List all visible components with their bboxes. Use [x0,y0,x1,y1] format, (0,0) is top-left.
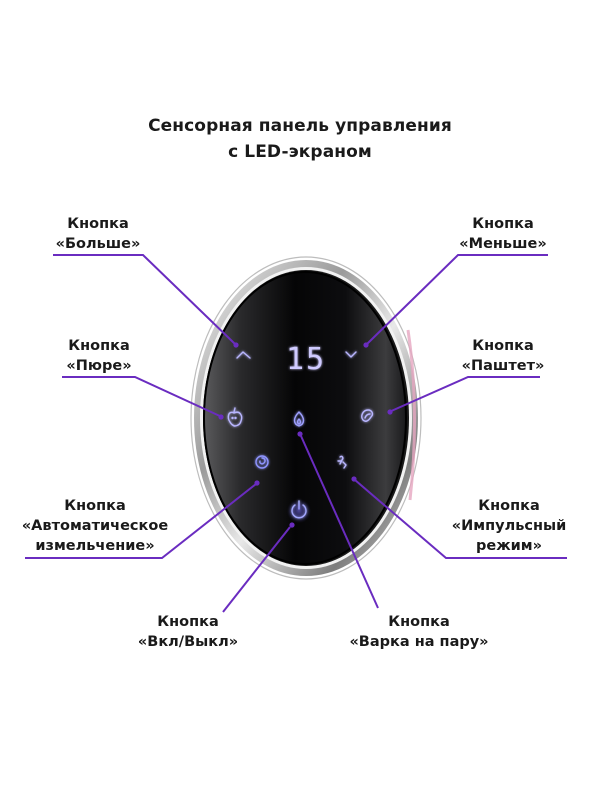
title-line-2: с LED-экраном [228,142,372,162]
callout-pate-line1: Кнопка [472,338,534,354]
callout-power: Кнопка «Вкл/Выкл» [128,612,248,652]
callout-auto-line2: «Автоматическое [21,518,169,534]
callout-steam-line2: «Варка на пару» [349,634,489,650]
apple-icon [227,407,243,427]
diagram-title: Сенсорная панель управления с LED-экрано… [0,113,600,165]
title-line-1: Сенсорная панель управления [148,116,452,136]
callout-less-line2: «Меньше» [459,236,547,252]
callout-auto-line3: измельчение» [35,538,155,554]
touch-panel-face [204,272,406,564]
callout-steam-line1: Кнопка [388,614,450,630]
pate-button[interactable] [361,409,374,422]
callout-power-line1: Кнопка [157,614,219,630]
chevron-up-icon [236,351,251,359]
more-button[interactable] [236,351,251,359]
callout-line-more [53,254,236,345]
callout-line-steam [300,435,379,609]
callout-more-line1: Кнопка [67,216,129,232]
power-glow [287,499,311,523]
callout-line-pate [388,376,540,413]
callout-pate-line2: «Паштет» [461,358,545,374]
callout-more-line2: «Больше» [55,236,141,252]
callout-pate: Кнопка «Паштет» [460,336,546,376]
callout-puree-line2: «Пюре» [66,358,132,374]
led-display-value: 15 [286,342,326,377]
auto-chop-button[interactable] [255,455,269,469]
swirl-icon [255,455,269,469]
meat-icon [361,409,374,422]
callout-line-less [366,254,548,345]
callout-puree-line1: Кнопка [68,338,130,354]
callout-less-line1: Кнопка [472,216,534,232]
less-button[interactable] [345,351,357,358]
callout-dots [218,342,393,528]
callout-pulse-line1: Кнопка [478,498,540,514]
callout-less: Кнопка «Меньше» [455,214,551,254]
callout-auto-line1: Кнопка [64,498,126,514]
callout-pulse-line2: «Импульсный [451,518,567,534]
callout-power-line2: «Вкл/Выкл» [137,634,239,650]
steam-button[interactable] [293,411,305,427]
puree-button[interactable] [227,407,243,427]
callout-line-power [222,526,291,613]
callout-puree: Кнопка «Пюре» [60,336,138,376]
callout-steam: Кнопка «Варка на пару» [340,612,498,652]
pulse-icon [337,455,347,469]
callout-line-auto [25,483,257,559]
callout-pulse: Кнопка «Импульсный режим» [436,496,582,556]
chevron-down-icon [345,351,357,358]
callout-more: Кнопка «Больше» [53,214,143,254]
callout-auto: Кнопка «Автоматическое измельчение» [10,496,180,556]
flame-icon [293,411,305,427]
callout-line-puree [62,376,223,418]
led-display: 15 [286,342,326,377]
pulse-button[interactable] [337,455,347,469]
callout-lines [25,254,567,613]
callout-line-pulse [354,479,567,559]
callout-pulse-line3: режим» [475,538,543,554]
